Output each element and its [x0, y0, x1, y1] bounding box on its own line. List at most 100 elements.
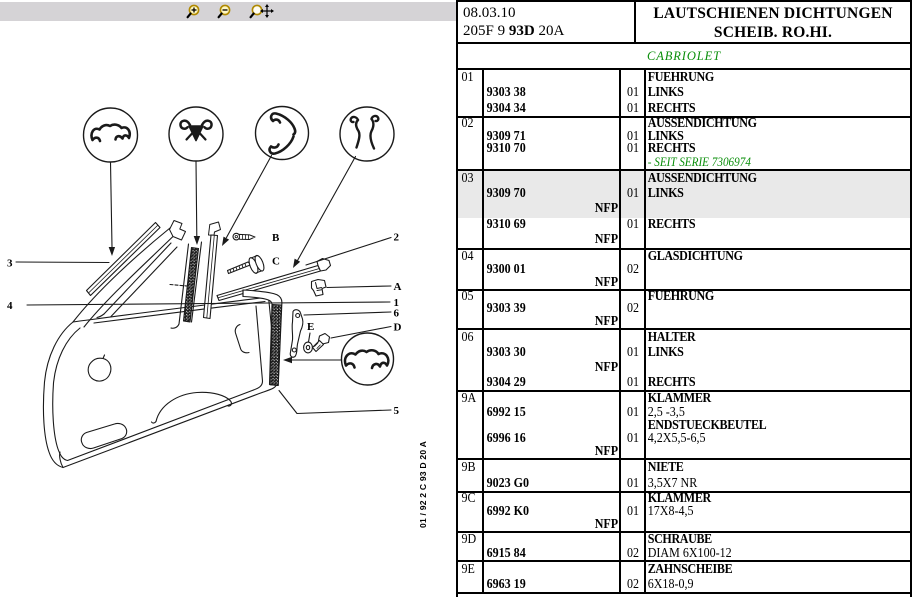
callout-label: D [394, 322, 402, 334]
washer-e [303, 341, 313, 354]
part-number: 6963 19 [486, 577, 526, 593]
description: ZAHNSCHEIBE [647, 562, 733, 578]
description: FUEHRUNG [647, 288, 714, 304]
part-number: 6992 15 [486, 404, 526, 420]
screw-d [317, 332, 331, 345]
rivet-b [232, 232, 241, 241]
title-line1: LAUTSCHIENEN DICHTUNGEN [653, 5, 893, 22]
arrowhead [283, 356, 292, 364]
profile-glyph-5 [343, 348, 390, 370]
row-ref: 06 [461, 330, 474, 346]
row-ref: 05 [461, 288, 474, 304]
catalog-code: 205F 9 93D 20A [463, 23, 565, 39]
quantity: 01 [627, 186, 640, 202]
quantity: 01 [627, 375, 640, 391]
nfp-flag: NFP [594, 313, 619, 329]
part-number: 9309 70 [486, 186, 526, 202]
quantity: 01 [627, 85, 640, 101]
quantity: 01 [627, 216, 640, 232]
row-ref: 9E [461, 562, 475, 578]
callout-label: E [307, 321, 314, 333]
row-ref: 01 [461, 70, 474, 85]
parts-table: 08.03.10 205F 9 93D 20A LAUTSCHIENEN DIC… [456, 0, 912, 597]
quantity: 01 [627, 430, 640, 446]
zoom-out-icon[interactable] [217, 4, 231, 19]
description: LINKS [647, 85, 684, 101]
nfp-flag: NFP [594, 232, 619, 248]
description: HALTER [647, 330, 696, 346]
page-title: LAUTSCHIENEN DICHTUNGEN SCHEIB. RO.HI. [636, 2, 910, 42]
callout-label: 5 [394, 405, 400, 417]
part-number: 9310 70 [486, 141, 526, 157]
table-header: 08.03.10 205F 9 93D 20A LAUTSCHIENEN DIC… [458, 2, 910, 44]
series-note: - SEIT SERIE 7306974 [647, 153, 751, 169]
description: 17X8-4,5 [647, 503, 694, 519]
nfp-flag: NFP [594, 516, 619, 532]
callout-label: 2 [394, 232, 400, 244]
section-circle-5 [340, 332, 395, 386]
quantity: 02 [627, 301, 640, 317]
quantity: 01 [627, 503, 640, 519]
description: ENDSTUECKBEUTEL [647, 417, 767, 433]
arrowhead [293, 258, 301, 268]
part-number: 9304 29 [486, 375, 526, 391]
row-ref: 02 [461, 115, 474, 131]
description: RECHTS [647, 100, 696, 116]
part-number: 6996 16 [486, 430, 526, 446]
arrowhead [108, 246, 116, 256]
callout-label: 1 [394, 297, 400, 309]
row-ref: 03 [461, 170, 474, 186]
callout-label: C [272, 256, 280, 268]
bracket-6 [289, 309, 304, 358]
nfp-flag: NFP [594, 201, 619, 217]
description: GLASDICHTUNG [647, 248, 743, 264]
nfp-flag: NFP [594, 274, 619, 290]
description: SCHRAUBE [647, 532, 712, 548]
quantity: 01 [627, 345, 640, 361]
description: LINKS [647, 128, 684, 144]
description: LINKS [647, 345, 684, 361]
callout-label: 3 [7, 258, 13, 270]
quantity: 02 [627, 577, 640, 593]
description: 6X18-0,9 [647, 577, 694, 593]
quantity: 01 [627, 475, 640, 491]
quantity: 01 [627, 404, 640, 420]
description: 3,5X7 NR [647, 475, 698, 491]
callout-label: A [394, 281, 402, 293]
profile-glyph-3 [268, 112, 297, 155]
profile-glyph-4 [349, 114, 380, 150]
part-number: 9304 34 [486, 100, 526, 116]
part1-cap [208, 221, 221, 236]
part-number: 9303 30 [486, 345, 526, 361]
description: KLAMMER [647, 391, 711, 407]
row-ref: 9A [461, 391, 477, 407]
row-ref: 9D [461, 532, 477, 548]
zoom-in-icon[interactable] [186, 4, 200, 19]
description: 2,5 -3,5 [647, 404, 685, 420]
description: LINKS [647, 186, 684, 202]
arrowhead [222, 236, 230, 246]
part-number: 6992 K0 [486, 503, 530, 519]
row-ref: 9B [461, 460, 476, 476]
description: DIAM 6X100-12 [647, 545, 732, 561]
description: NIETE [647, 460, 684, 476]
title-line2: SCHEIB. RO.HI. [713, 24, 833, 41]
part-number: 9303 38 [486, 85, 526, 101]
zoom-pan-icon[interactable] [249, 4, 274, 19]
callout-label: 4 [7, 300, 13, 312]
variant-label: CABRIOLET [458, 44, 910, 70]
zoom-toolbar [0, 2, 457, 21]
